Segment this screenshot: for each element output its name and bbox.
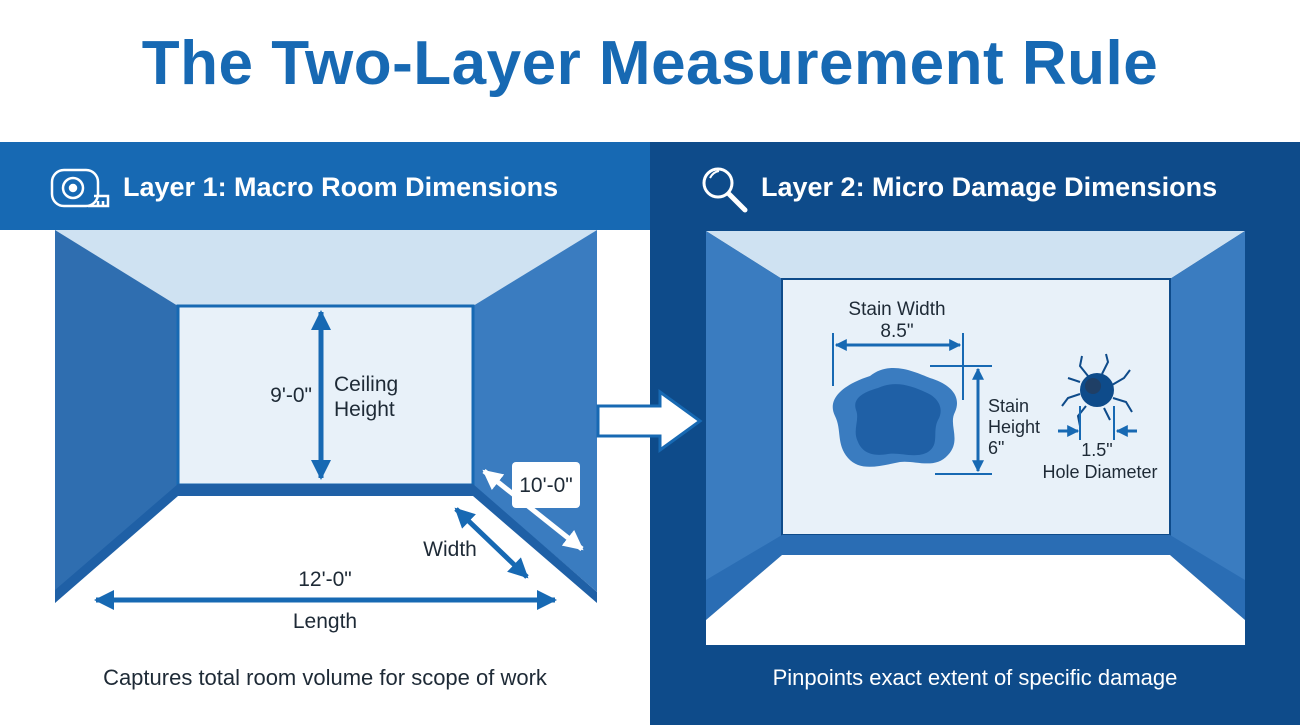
macro-room xyxy=(55,230,597,603)
micro-room xyxy=(706,231,1245,645)
water-stain-inner xyxy=(855,384,941,456)
depth-value-box xyxy=(512,462,580,508)
room2-left-baseboard xyxy=(706,535,782,620)
ceiling-height-label-line1: Ceiling xyxy=(334,373,398,396)
hole-shadow xyxy=(1085,378,1101,394)
layer2-caption: Pinpoints exact extent of specific damag… xyxy=(772,665,1178,690)
length-value: 12'-0" xyxy=(298,568,352,591)
room-back-wall xyxy=(176,304,475,487)
back-baseboard xyxy=(178,484,473,496)
room2-right-wall xyxy=(1170,231,1245,595)
width-label: Width xyxy=(423,538,477,561)
stain-height-label-line2: Height xyxy=(988,417,1040,437)
depth-value: 10'-0" xyxy=(519,474,573,497)
magnifier-icon xyxy=(702,167,748,213)
hole-diameter-value: 1.5" xyxy=(1081,440,1112,460)
room2-left-wall xyxy=(706,231,782,595)
stain-height-label-line1: Stain xyxy=(988,396,1029,416)
room2-right-baseboard xyxy=(1170,535,1245,620)
stain-height-value: 6" xyxy=(988,438,1004,458)
tape-measure-icon xyxy=(50,168,110,208)
length-label: Length xyxy=(293,610,357,633)
layer1-header-bar xyxy=(0,142,650,230)
left-baseboard xyxy=(55,484,178,603)
ceiling-height-label-line2: Height xyxy=(334,398,395,421)
stain-width-value: 8.5" xyxy=(880,321,913,342)
room-ceiling xyxy=(55,230,597,306)
hole-cracks xyxy=(1061,353,1133,427)
layer1-caption: Captures total room volume for scope of … xyxy=(103,665,547,690)
page-title: The Two-Layer Measurement Rule xyxy=(141,29,1159,98)
depth-arrow xyxy=(482,469,584,551)
ceiling-height-value: 9'-0" xyxy=(270,384,312,407)
stain-width-label: Stain Width xyxy=(848,299,945,320)
hole-diameter-label: Hole Diameter xyxy=(1042,462,1157,482)
layer2-header-title: Layer 2: Micro Damage Dimensions xyxy=(761,172,1218,202)
room-left-wall xyxy=(55,230,178,603)
room2-back-baseboard xyxy=(782,535,1170,555)
room2-ceiling xyxy=(706,231,1245,279)
room2-floor xyxy=(706,555,1245,645)
transition-arrow xyxy=(596,389,703,453)
width-arrow xyxy=(454,507,529,579)
layer1-header-title: Layer 1: Macro Room Dimensions xyxy=(123,172,559,202)
